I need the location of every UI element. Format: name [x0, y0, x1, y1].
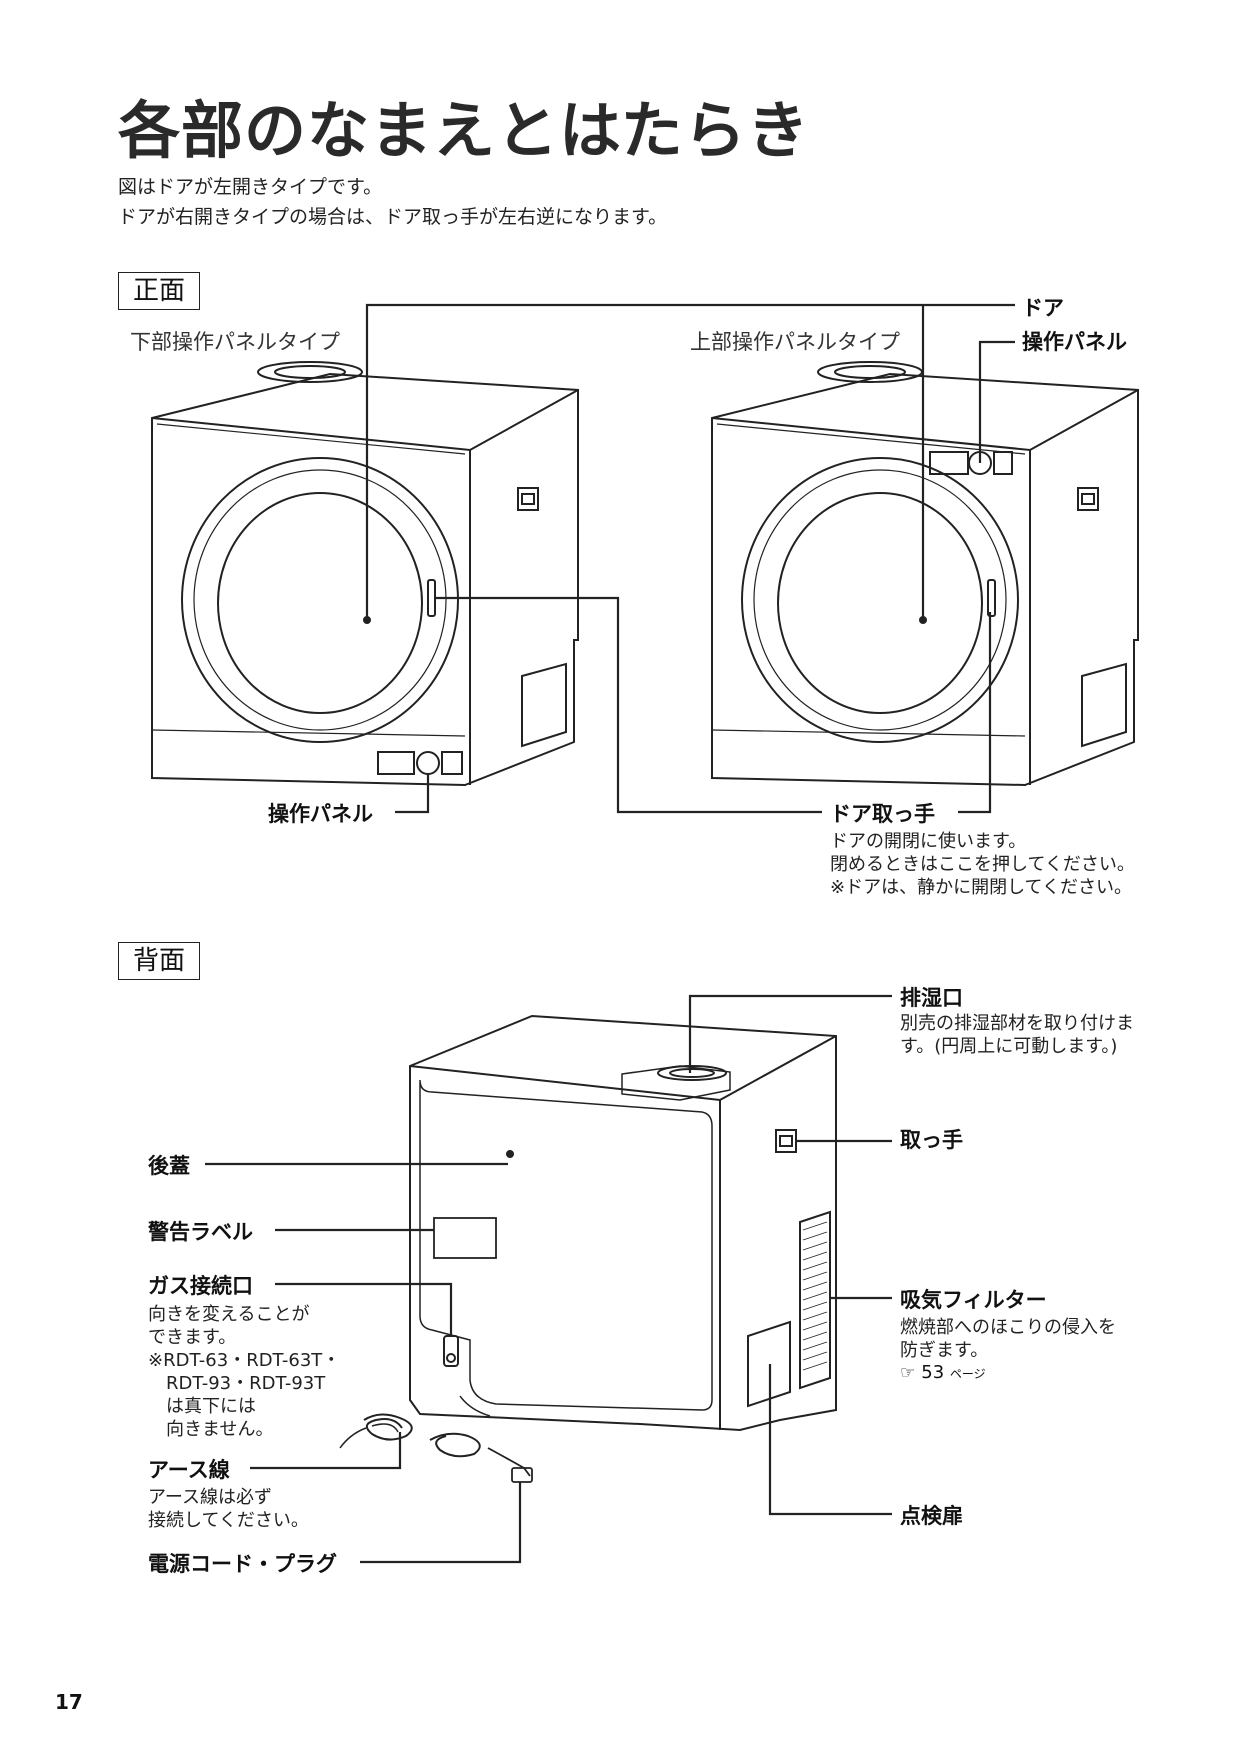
dryer-front-upper-panel-illustration: [711, 361, 1139, 787]
gas-port-description: 向きを変えることが できます。 ※RDT-63・RDT-63T・ RDT-93・…: [148, 1304, 341, 1440]
lower-panel-type-label: 下部操作パネルタイプ: [130, 330, 340, 354]
ref-page-unit: ページ: [949, 1367, 986, 1381]
ref-page-number: 53: [921, 1362, 945, 1383]
door-handle-description: ドアの開閉に使います。 閉めるときはここを押してください。 ※ドアは、静かに開閉…: [830, 831, 1135, 898]
intro-line-2: ドアが右開きタイプの場合は、ドア取っ手が左右逆になります。: [118, 206, 668, 228]
grip-label: 取っ手: [900, 1128, 963, 1152]
power-cord-label: 電源コード・プラグ: [148, 1552, 337, 1576]
warning-label-label: 警告ラベル: [148, 1220, 253, 1244]
door-handle-label: ドア取っ手: [830, 802, 935, 826]
rear-cover-label: 後蓋: [148, 1154, 190, 1178]
intake-filter-label: 吸気フィルター: [900, 1288, 1047, 1312]
front-leader-lines: [365, 303, 1015, 814]
intro-line-1: 図はドアが左開きタイプです。: [118, 176, 383, 198]
page-number: 17: [55, 1690, 83, 1714]
exhaust-port-label: 排湿口: [900, 986, 963, 1010]
front-section-heading: 正面: [118, 272, 201, 310]
inspection-door-label: 点検扉: [900, 1504, 963, 1528]
operation-panel-lower-label: 操作パネル: [268, 802, 373, 826]
back-leader-lines: [205, 994, 892, 1564]
intake-filter-description: 燃焼部へのほこりの侵入を 防ぎます。: [900, 1317, 1116, 1361]
page-title: 各部のなまえとはたらき: [118, 94, 810, 167]
exhaust-port-description: 別売の排湿部材を取り付けま す。(円周上に可動します。): [900, 1013, 1134, 1057]
door-label: ドア: [1022, 296, 1064, 320]
ground-wire-description: アース線は必ず 接続してください。: [148, 1487, 309, 1531]
dryer-back-illustration: [339, 1014, 837, 1483]
page-reference: ☞53 ページ: [900, 1362, 986, 1383]
operation-panel-upper-label: 操作パネル: [1022, 330, 1127, 354]
back-section-heading: 背面: [118, 942, 201, 980]
ground-wire-label: アース線: [148, 1458, 230, 1482]
upper-panel-type-label: 上部操作パネルタイプ: [690, 330, 900, 354]
pointing-hand-icon: ☞: [900, 1363, 916, 1383]
dryer-front-lower-panel-illustration: [151, 361, 579, 787]
gas-port-label: ガス接続口: [148, 1274, 253, 1298]
